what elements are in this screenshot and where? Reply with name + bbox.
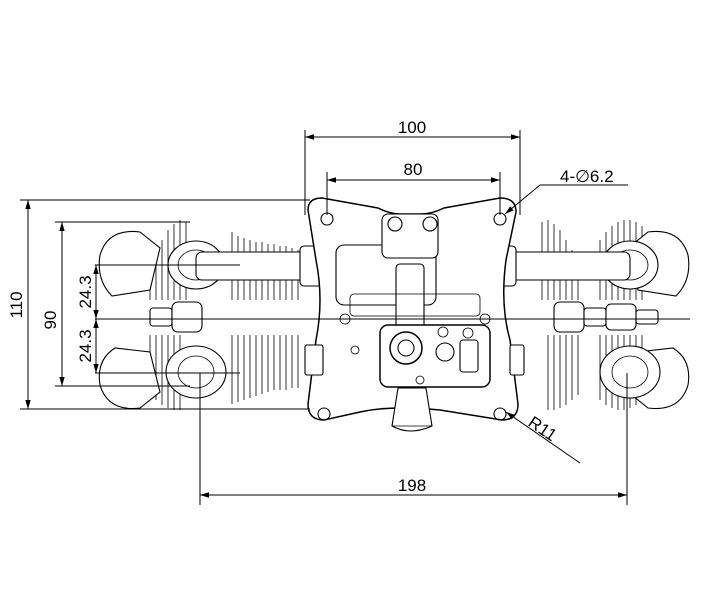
- dimension-mount-hole-spacing: 80: [326, 160, 501, 215]
- dim-label-198: 198: [398, 476, 426, 495]
- dimension-overall-mount-width: 100: [304, 118, 521, 215]
- side-bracket: [304, 344, 525, 376]
- dimension-lower-offset: 24.3: [76, 319, 99, 373]
- side-fittings: [149, 301, 659, 333]
- dim-label-r11: R11: [525, 413, 560, 445]
- dim-label-lower: 24.3: [76, 329, 95, 362]
- dim-label-110: 110: [7, 291, 26, 318]
- dim-label-80: 80: [404, 160, 423, 179]
- dimension-crankcase-height: 90: [41, 221, 190, 387]
- centerlines: [95, 264, 690, 505]
- left-lower-cylinder: [98, 335, 299, 410]
- dim-label-100: 100: [398, 118, 426, 137]
- dimension-overall-width: 198: [200, 476, 627, 498]
- dim-label-holes: 4-∅6.2: [560, 167, 614, 186]
- carburetor: [379, 324, 491, 388]
- dim-label-upper: 24.3: [76, 275, 95, 308]
- dimension-mount-holes: 4-∅6.2: [504, 167, 628, 215]
- bottom-nozzle: [391, 387, 433, 432]
- dimension-overall-height: 110: [7, 199, 310, 410]
- crankcase: [335, 213, 481, 335]
- engine-outline: [98, 197, 690, 432]
- dimension-radius: R11: [505, 411, 581, 464]
- dim-label-90: 90: [41, 311, 60, 330]
- dimension-upper-offset: 24.3: [76, 265, 99, 319]
